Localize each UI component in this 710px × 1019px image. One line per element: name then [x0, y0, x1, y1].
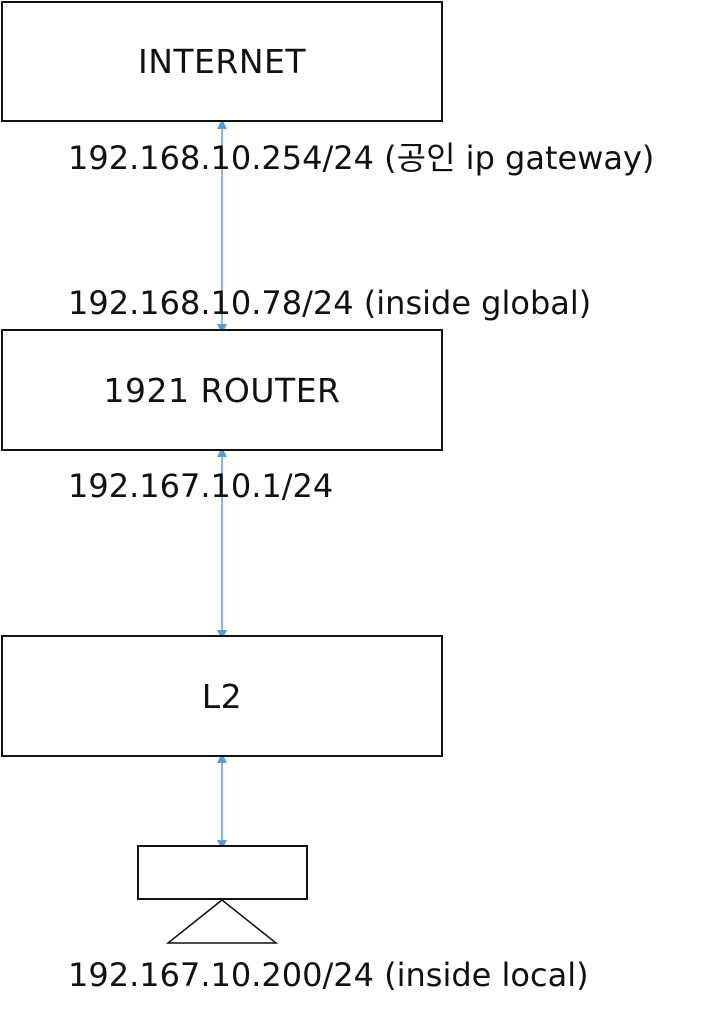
switch-node-label: L2 [201, 676, 243, 716]
host-stand-icon [165, 899, 279, 944]
router-lan-address-label: 192.167.10.1/24 [68, 467, 334, 505]
switch-node: L2 [1, 635, 443, 757]
router-node-label: 1921 ROUTER [103, 370, 341, 410]
router-node: 1921 ROUTER [1, 329, 443, 451]
internet-node-label: INTERNET [137, 42, 307, 81]
gateway-address-label: 192.168.10.254/24 (공인 ip gateway) [68, 139, 655, 177]
host-monitor-icon [137, 845, 308, 900]
internet-node: INTERNET [1, 1, 443, 122]
inside-local-address-label: 192.167.10.200/24 (inside local) [68, 956, 589, 994]
inside-global-address-label: 192.168.10.78/24 (inside global) [68, 284, 592, 322]
